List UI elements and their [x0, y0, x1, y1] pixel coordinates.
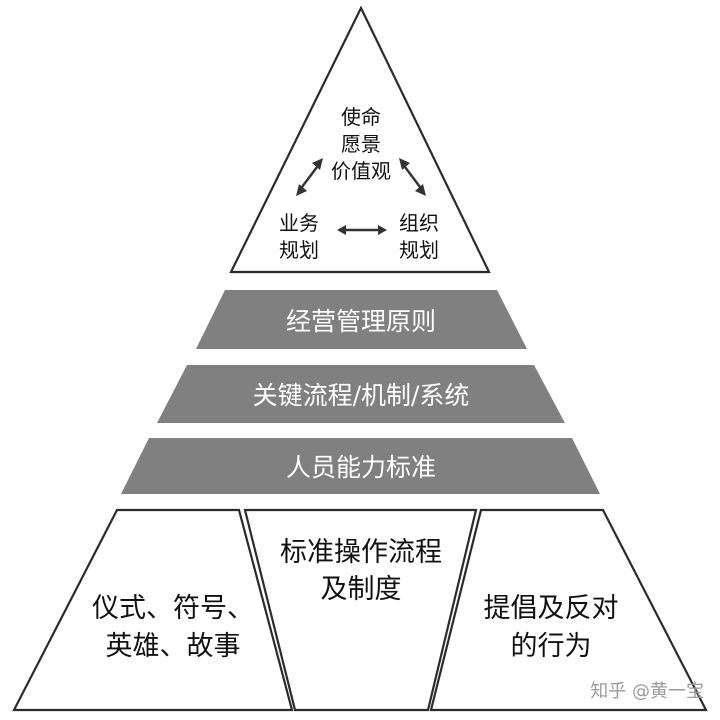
apex-left-line-2: 规划	[279, 238, 319, 262]
apex-right-line-1: 组织	[399, 211, 439, 235]
base-middle-line-2: 及制度	[321, 574, 402, 605]
base-left-trapezoid	[12, 508, 294, 712]
double-arrow-icon	[399, 158, 426, 196]
band-2-label: 关键流程/机制/系统	[253, 381, 470, 410]
band-1-label: 经营管理原则	[286, 307, 436, 336]
double-arrow-icon	[337, 225, 387, 235]
apex-right-line-2: 规划	[399, 238, 439, 262]
base-right-line-2: 的行为	[511, 631, 592, 662]
base-middle-line-1: 标准操作流程	[280, 537, 442, 568]
base-middle-inverted-trapezoid	[243, 508, 478, 712]
apex-triangle	[229, 5, 491, 274]
base-right-line-1: 提倡及反对	[484, 593, 619, 624]
double-arrow-icon	[296, 158, 323, 196]
apex-core-line-2: 愿景	[341, 132, 381, 156]
apex-core-line-1: 使命	[341, 105, 381, 129]
apex-core-line-3: 价值观	[331, 159, 391, 183]
band-2	[157, 365, 565, 423]
base-left-line-2: 英雄、故事	[106, 631, 241, 662]
base-right-trapezoid	[429, 508, 708, 712]
base-left-line-1: 仪式、符号、	[92, 593, 254, 624]
band-3-label: 人员能力标准	[286, 453, 436, 482]
watermark: 知乎 @黄一宝	[590, 681, 704, 702]
band-3	[121, 438, 600, 494]
apex-left-line-1: 业务	[279, 211, 319, 235]
band-1	[196, 290, 527, 349]
